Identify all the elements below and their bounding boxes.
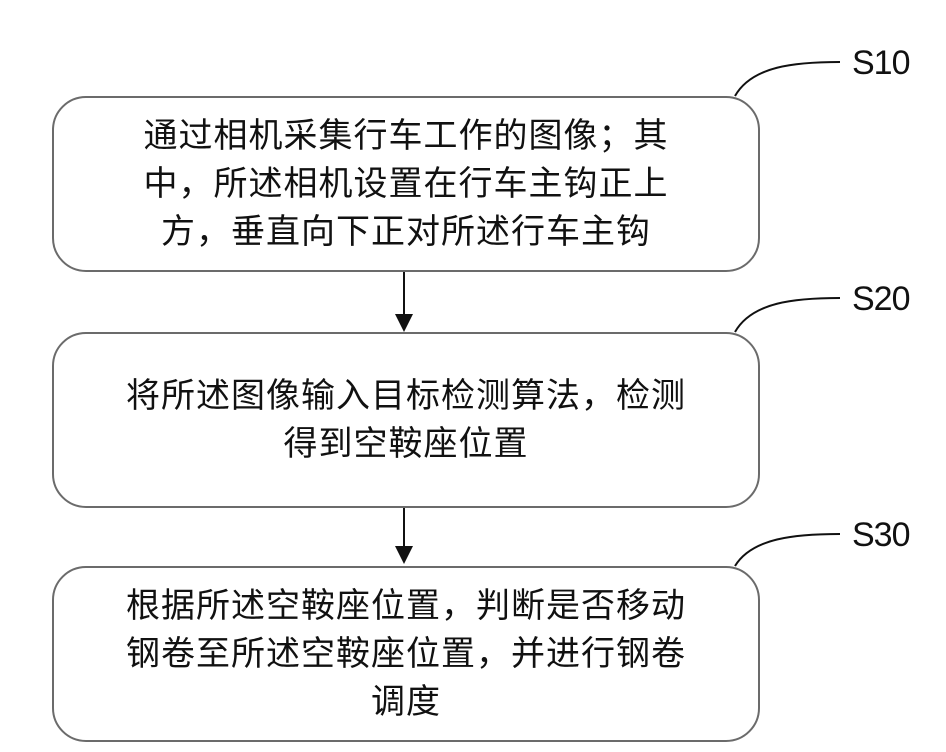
arrow-s20-s30-head: [395, 546, 413, 564]
step-label-s10: S10: [852, 44, 910, 83]
step-text-s10: 通过相机采集行车工作的图像；其 中，所述相机设置在行车主钩正上 方，垂直向下正对…: [144, 112, 669, 256]
step-text-s20: 将所述图像输入目标检测算法，检测 得到空鞍座位置: [126, 372, 686, 468]
leader-line-s20: [735, 298, 840, 332]
step-box-s30: 根据所述空鞍座位置，判断是否移动 钢卷至所述空鞍座位置，并进行钢卷 调度: [52, 566, 760, 742]
step-text-s30: 根据所述空鞍座位置，判断是否移动 钢卷至所述空鞍座位置，并进行钢卷 调度: [126, 582, 686, 726]
step-label-s20: S20: [852, 280, 910, 319]
arrow-s10-s20-head: [395, 314, 413, 332]
leader-line-s10: [735, 62, 840, 96]
leader-line-s30: [735, 534, 840, 566]
step-label-s30: S30: [852, 516, 910, 555]
step-box-s10: 通过相机采集行车工作的图像；其 中，所述相机设置在行车主钩正上 方，垂直向下正对…: [52, 96, 760, 272]
step-box-s20: 将所述图像输入目标检测算法，检测 得到空鞍座位置: [52, 332, 760, 508]
